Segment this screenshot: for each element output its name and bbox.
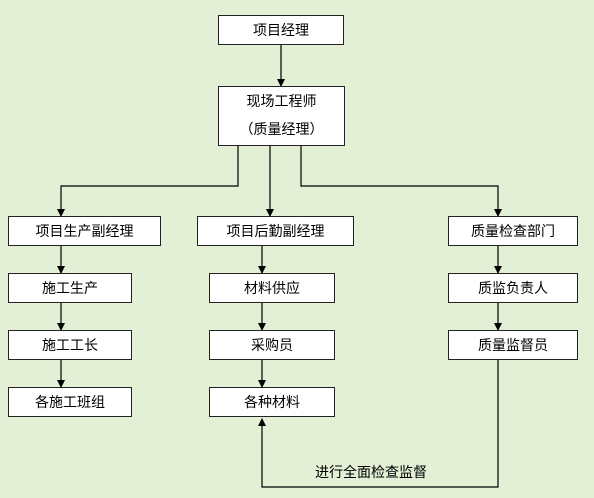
node-prod-deputy: 项目生产副经理 <box>8 216 161 246</box>
node-site-engineer-label: 现场工程师 <box>246 94 317 110</box>
node-materials-label: 各种材料 <box>244 395 300 411</box>
arrow-engineer-to-qc-dept <box>300 146 502 217</box>
node-logistics-deputy-label: 项目后勤副经理 <box>226 224 325 240</box>
node-quality-supervisor: 质量监督员 <box>448 330 578 360</box>
node-quality-supervisor-head: 质监负责人 <box>448 273 578 303</box>
node-quality-supervisor-label: 质量监督员 <box>478 338 548 354</box>
node-material-supply-label: 材料供应 <box>244 281 300 297</box>
node-qc-dept-label: 质量检查部门 <box>471 224 555 240</box>
node-purchaser: 采购员 <box>209 330 335 360</box>
node-qc-dept: 质量检查部门 <box>448 216 578 246</box>
node-material-supply: 材料供应 <box>209 273 335 303</box>
node-construction-prod: 施工生产 <box>8 273 132 303</box>
node-quality-supervisor-head-label: 质监负责人 <box>478 281 548 297</box>
node-construction-prod-label: 施工生产 <box>42 281 98 297</box>
node-construction-teams-label: 各施工班组 <box>35 395 105 411</box>
node-purchaser-label: 采购员 <box>251 338 293 354</box>
node-construction-foreman: 施工工长 <box>8 330 132 360</box>
arrow-supervisor-to-materials <box>258 360 499 488</box>
node-site-engineer: 现场工程师 （质量经理） <box>218 86 345 146</box>
node-logistics-deputy: 项目后勤副经理 <box>197 216 354 246</box>
node-prod-deputy-label: 项目生产副经理 <box>35 224 134 240</box>
node-materials: 各种材料 <box>209 387 335 417</box>
loop-note: 进行全面检查监督 <box>315 465 427 481</box>
node-site-engineer-sublabel: （质量经理） <box>239 122 324 138</box>
node-construction-teams: 各施工班组 <box>8 387 132 417</box>
arrow-engineer-to-prod-deputy <box>57 146 239 217</box>
node-construction-foreman-label: 施工工长 <box>42 338 98 354</box>
node-project-manager-label: 项目经理 <box>253 23 309 39</box>
node-project-manager: 项目经理 <box>218 15 344 45</box>
